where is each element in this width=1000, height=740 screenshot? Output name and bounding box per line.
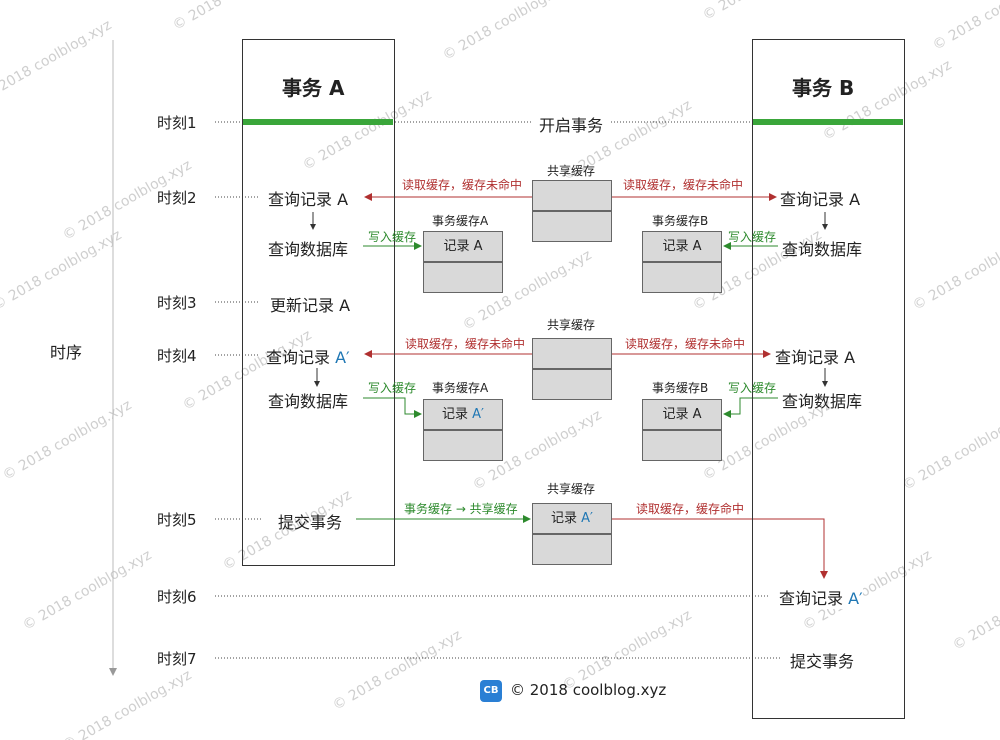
tx-cache-b-label-t4: 事务缓存B <box>652 381 709 395</box>
time-label-5: 时刻5 <box>157 511 197 529</box>
t4-write-label-a: 写入缓存 <box>368 381 417 395</box>
shared-cache-label-1: 共享缓存 <box>547 164 596 178</box>
txB-commit: 提交事务 <box>790 648 855 672</box>
txA-query-a-t2: 查询记录 A <box>268 190 349 209</box>
tx-cache-a-t2-bottom <box>423 262 503 293</box>
tx-cache-a-label-t4: 事务缓存A <box>432 381 489 395</box>
txA-title: 事务 A <box>282 76 345 100</box>
txA-commit: 提交事务 <box>278 513 343 532</box>
tx-cache-b-label-t2: 事务缓存B <box>652 214 709 228</box>
shared-cache-label-3: 共享缓存 <box>547 482 596 496</box>
a-prime-value: A′ <box>848 589 863 608</box>
txB-start-bar <box>752 119 903 125</box>
time-label-1: 时刻1 <box>157 114 197 132</box>
t4-read-miss-label-a: 读取缓存，缓存未命中 <box>405 337 526 351</box>
t5-tx-to-shared-label: 事务缓存 → 共享缓存 <box>404 502 518 516</box>
t2-write-label-b: 写入缓存 <box>728 230 777 244</box>
shared-cache-1-bottom <box>532 211 612 242</box>
txA-query-db-t4: 查询数据库 <box>268 392 349 411</box>
footer-copyright: © 2018 coolblog.xyz <box>510 681 667 699</box>
a-prime-value: A′ <box>335 348 350 367</box>
t2-read-miss-label-a: 读取缓存，缓存未命中 <box>402 178 523 192</box>
t4-read-miss-label-b: 读取缓存，缓存未命中 <box>625 337 746 351</box>
coolblog-logo: CB <box>480 680 502 702</box>
txB-lane <box>752 39 905 719</box>
time-label-2: 时刻2 <box>157 189 197 207</box>
time-label-4: 时刻4 <box>157 347 197 365</box>
t4-write-arrow-a <box>363 397 422 418</box>
txB-query-db-t2: 查询数据库 <box>782 240 863 259</box>
tx-cache-a-label-t2: 事务缓存A <box>432 214 489 228</box>
shared-cache-2-top <box>532 338 612 369</box>
txB-query-a-t4: 查询记录 A <box>775 348 856 367</box>
txA-start-bar <box>242 119 393 125</box>
shared-cache-2-bottom <box>532 369 612 400</box>
tx-cache-b-t4-bottom <box>642 430 722 461</box>
txA-update-a: 更新记录 A <box>270 296 351 315</box>
t4-write-label-b: 写入缓存 <box>728 381 777 395</box>
tx-cache-b-t4-top: 记录 A <box>642 399 722 430</box>
t5-read-hit-label: 读取缓存，缓存命中 <box>636 502 745 516</box>
tx-cache-a-t4-top: 记录 A′ <box>423 399 503 430</box>
t2-read-miss-label-b: 读取缓存，缓存未命中 <box>623 178 744 192</box>
t5-read-hit-arrow <box>612 518 828 579</box>
txB-query-a-prime: 查询记录 A′ <box>779 585 863 609</box>
txA-query-a-prime: 查询记录 A′ <box>266 348 350 367</box>
t4-write-arrow-b <box>723 397 778 418</box>
shared-cache-label-2: 共享缓存 <box>547 318 596 332</box>
txB-title: 事务 B <box>792 76 855 100</box>
start-tx-label: 开启事务 <box>533 112 610 136</box>
tx-cache-b-t2-bottom <box>642 262 722 293</box>
time-label-3: 时刻3 <box>157 294 197 312</box>
txA-query-db-t2: 查询数据库 <box>268 240 349 259</box>
txB-query-a-t2: 查询记录 A <box>780 190 861 209</box>
shared-cache-1-top <box>532 180 612 211</box>
shared-cache-3-bottom <box>532 534 612 565</box>
tx-cache-b-t2-top: 记录 A <box>642 231 722 262</box>
time-label-6: 时刻6 <box>157 588 197 606</box>
t2-write-label-a: 写入缓存 <box>368 230 417 244</box>
time-label-7: 时刻7 <box>157 650 197 668</box>
txA-lane <box>242 39 395 566</box>
tx-cache-a-t2-top: 记录 A <box>423 231 503 262</box>
txB-query-db-t4: 查询数据库 <box>782 392 863 411</box>
shared-cache-3-top: 记录 A′ <box>532 503 612 534</box>
timeline-label: 时序 <box>50 343 83 362</box>
tx-cache-a-t4-bottom <box>423 430 503 461</box>
